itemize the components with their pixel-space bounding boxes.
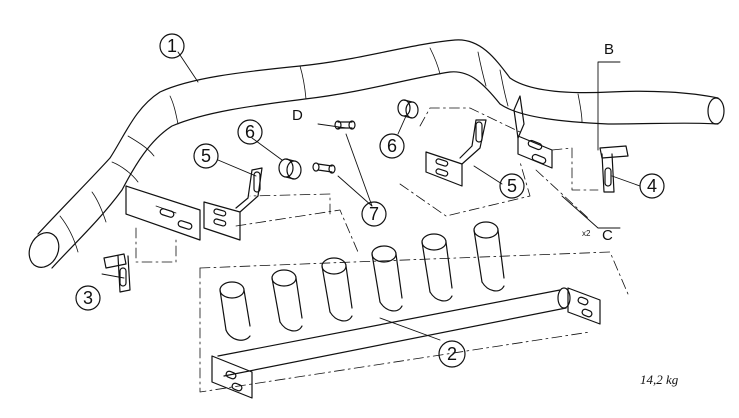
main-tube-bar	[28, 39, 725, 269]
callout-6-left-label: 6	[245, 122, 255, 142]
callouts: 1 2 3 4 5 5 6	[75, 33, 665, 368]
callout-2-label: 2	[447, 344, 457, 364]
callout-7: 7	[361, 201, 387, 227]
bracket-part-4	[599, 145, 629, 193]
callout-4-label: 4	[647, 176, 657, 196]
quantity-note: x2	[582, 229, 591, 238]
lower-step-bar	[211, 287, 601, 399]
bracket-part-3	[103, 253, 131, 293]
callout-3: 3	[75, 285, 101, 311]
callout-7-label: 7	[369, 204, 379, 224]
rib-1	[219, 281, 251, 341]
assembly-dashed-lines	[135, 107, 629, 393]
callout-2: 2	[438, 340, 466, 368]
reference-letters: B C D x2	[292, 41, 614, 244]
callout-1-label: 1	[167, 36, 177, 56]
letter-b: B	[604, 41, 614, 58]
rib-4	[371, 245, 403, 312]
rib-3	[321, 257, 353, 322]
weight-label: 14,2 kg	[640, 372, 679, 387]
rib-2	[271, 269, 303, 332]
leader-lines	[101, 51, 641, 341]
letter-d: D	[292, 107, 303, 124]
callout-5-left: 5	[193, 143, 219, 169]
callout-5-left-label: 5	[201, 146, 211, 166]
bracket-part-5-left	[203, 167, 263, 241]
callout-6-left: 6	[237, 119, 263, 145]
bracket-part-5-right	[425, 119, 487, 187]
callout-5-right: 5	[499, 173, 525, 199]
callout-4: 4	[639, 173, 665, 199]
letter-c: C	[602, 227, 613, 244]
rib-6	[473, 221, 505, 292]
callout-3-label: 3	[83, 288, 93, 308]
rib-5	[421, 233, 453, 302]
step-ribs	[219, 221, 505, 341]
pin-part-7-left	[312, 162, 336, 174]
spacer-part-6-right	[397, 99, 419, 119]
callout-6-right-label: 6	[387, 136, 397, 156]
callout-1: 1	[159, 33, 185, 59]
callout-6-right: 6	[379, 133, 405, 159]
spacer-part-6-left	[278, 158, 302, 180]
callout-5-right-label: 5	[507, 176, 517, 196]
